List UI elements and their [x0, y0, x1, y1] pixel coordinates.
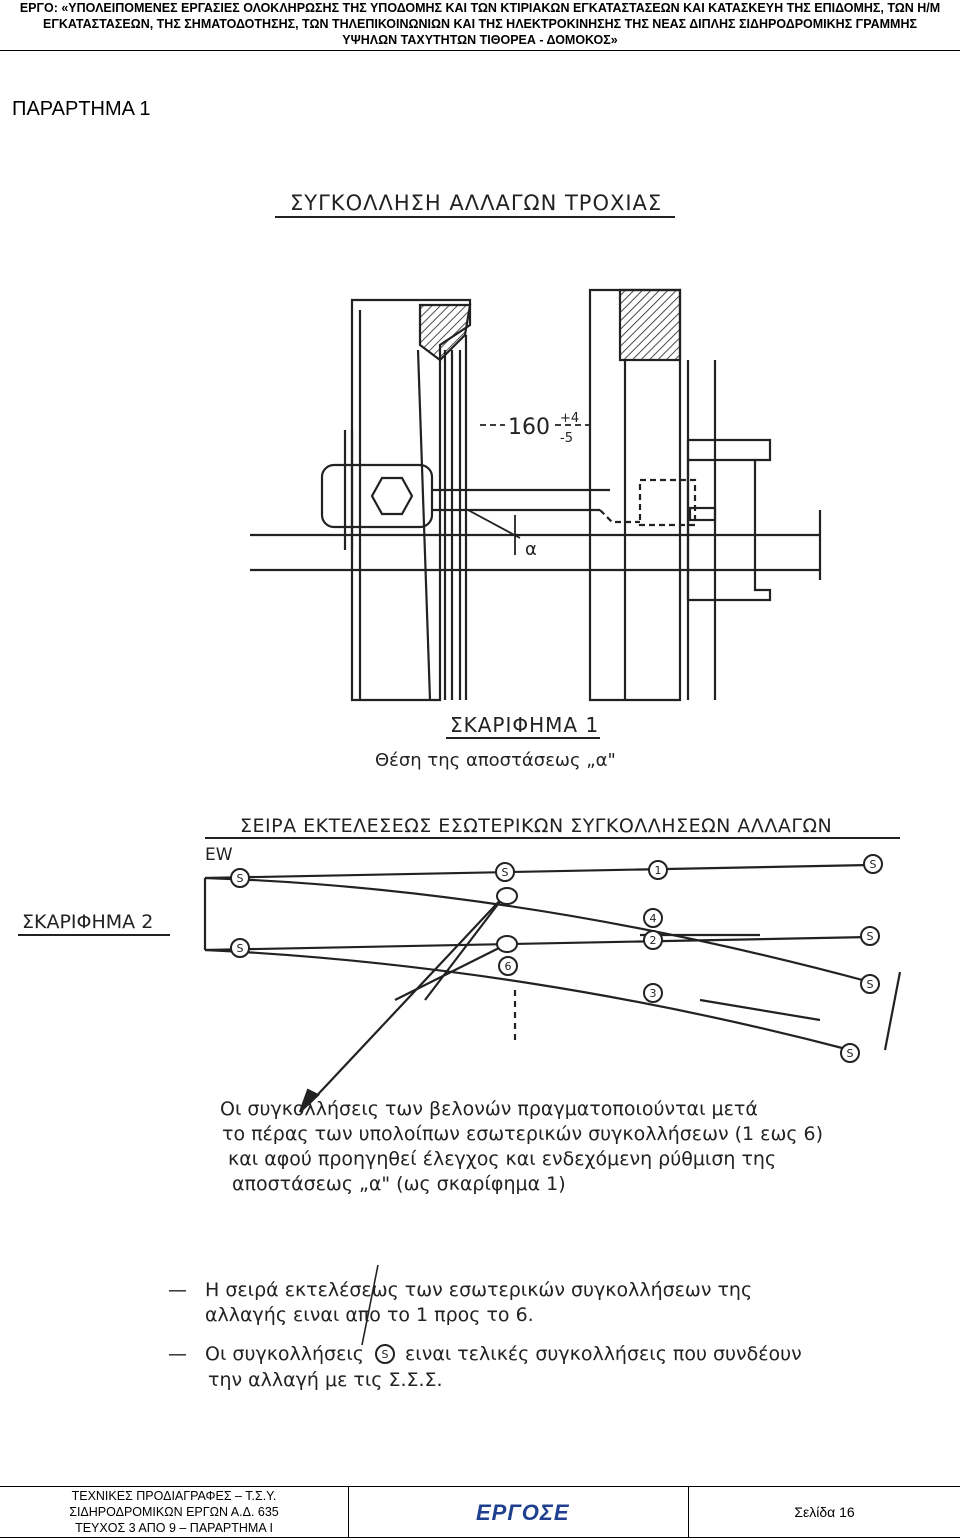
bullet-list: — Η σειρά εκτελέσεως των εσωτερικών συγκ… — [168, 1264, 802, 1391]
bullet-1-dash: — — [168, 1279, 187, 1301]
sketch2-weld-labels: S S S S S S S 1 2 3 4 6 — [237, 858, 877, 1060]
weld-6 — [498, 956, 518, 976]
weld-label-1: 1 — [655, 864, 662, 877]
sketch1-subcaption: Θέση της αποστάσεως „α" — [375, 750, 616, 771]
footer-line-3: ΤΕΥΧΟΣ 3 ΑΠΟ 9 – ΠΑΡΑΡΤΗΜΑ Ι — [75, 1521, 273, 1535]
sketch1-wheel-rail-section — [250, 288, 822, 702]
weld-final-2 — [495, 862, 515, 882]
technical-drawing: ΣΥΓΚΟΛΛΗΣΗ ΑΛΛΑΓΩΝ ΤΡΟΧΙΑΣ — [18, 191, 902, 1391]
weld-label-4: 4 — [650, 912, 657, 925]
footer-document-info: ΤΕΧΝΙΚΕΣ ΠΡΟΔΙΑΓΡΑΦΕΣ – Τ.Σ.Υ. ΣΙΔΗΡΟΔΡΟ… — [0, 1487, 349, 1538]
sketch1-title: ΣΥΓΚΟΛΛΗΣΗ ΑΛΛΑΓΩΝ ΤΡΟΧΙΑΣ — [290, 191, 662, 215]
weld-label-s: S — [847, 1047, 854, 1060]
bullet-1-line-1: Η σειρά εκτελέσεως των εσωτερικών συγκολ… — [205, 1279, 752, 1301]
weld-label-s: S — [870, 858, 877, 871]
weld-label-2: 2 — [650, 934, 657, 947]
footer-line-1: ΤΕΧΝΙΚΕΣ ΠΡΟΔΙΑΓΡΑΦΕΣ – Τ.Σ.Υ. — [71, 1489, 277, 1503]
distance-alpha-symbol: α — [525, 539, 537, 560]
weld-label-6: 6 — [505, 960, 512, 973]
header-line-1: ΕΡΓΟ: «ΥΠΟΛΕΙΠΟΜΕΝΕΣ ΕΡΓΑΣΙΕΣ ΟΛΟΚΛΗΡΩΣΗ… — [19, 1, 941, 15]
page-header: ΕΡΓΟ: «ΥΠΟΛΕΙΠΟΜΕΝΕΣ ΕΡΓΑΣΙΕΣ ΟΛΟΚΛΗΡΩΣΗ… — [0, 0, 960, 51]
dimension-160: 160 +4 -5 — [480, 411, 590, 446]
appendix-title: ΠΑΡΑΡΤΗΜΑ 1 — [12, 98, 151, 120]
dimension-tolerance-minus: -5 — [560, 431, 573, 446]
header-line-2: ΕΓΚΑΤΑΣΤΑΣΕΩΝ, ΤΗΣ ΣΗΜΑΤΟΔΟΤΗΣΗΣ, ΤΩΝ ΤΗ… — [43, 17, 917, 31]
weld-final-symbol — [375, 1344, 395, 1364]
sketch2-turnout-rails — [203, 863, 902, 1113]
footer-line-2: ΣΙΔΗΡΟΔΡΟΜΙΚΩΝ ΕΡΓΩΝ Α.Δ. 635 — [69, 1505, 279, 1519]
bullet-2-dash: — — [168, 1343, 187, 1365]
bullet-1-strike — [361, 1264, 379, 1346]
weld-3 — [643, 983, 663, 1003]
sketch2-weld-points — [230, 854, 883, 1063]
needle-weld-2 — [496, 935, 518, 953]
dimension-tolerance-plus: +4 — [560, 411, 579, 426]
note-line-4: αποστάσεως „α" (ως σκαρίφημα 1) — [232, 1173, 566, 1195]
weld-final-1 — [230, 868, 250, 888]
bullet-2-line-1-start: Οι συγκολλήσεις — [205, 1343, 364, 1365]
weld-label-s: S — [867, 930, 874, 943]
bullet-2-line-2: την αλλαγή με τις Σ.Σ.Σ. — [208, 1369, 443, 1391]
bullet-1-line-2: αλλαγής ειναι απο το 1 προς το 6. — [205, 1304, 534, 1326]
dimension-value: 160 — [508, 415, 550, 440]
needle-weld-note: Οι συγκολλήσεις των βελονών πραγματοποιο… — [220, 1098, 823, 1195]
page-number: Σελίδα 16 — [688, 1487, 960, 1537]
note-line-1: Οι συγκολλήσεις των βελονών πραγματοποιο… — [220, 1098, 758, 1120]
note-line-2: το πέρας των υπολοίπων εσωτερικών συγκολ… — [222, 1123, 823, 1145]
weld-final-5 — [860, 926, 880, 946]
weld-final-3 — [863, 854, 883, 874]
weld-2 — [643, 930, 663, 950]
bullet-2-line-1-end: ειναι τελικές συγκολλήσεις που συνδέουν — [405, 1343, 802, 1365]
weld-final-symbol-label: S — [382, 1348, 389, 1361]
sketch2-title: ΣΕΙΡΑ ΕΚΤΕΛΕΣΕΩΣ ΕΣΩΤΕΡΙΚΩΝ ΣΥΓΚΟΛΛΗΣΕΩΝ… — [240, 815, 832, 837]
weld-1 — [648, 860, 668, 880]
weld-4 — [643, 908, 663, 928]
distance-alpha-marker: α — [467, 509, 537, 560]
weld-final-6 — [860, 974, 880, 994]
ergose-logo: ΕΡΓΟΣΕ — [476, 1500, 570, 1525]
weld-label-s: S — [237, 872, 244, 885]
note-line-3: και αφού προηγηθεί έλεγχος και ενδεχόμεν… — [228, 1148, 776, 1170]
page-footer: ΤΕΧΝΙΚΕΣ ΠΡΟΔΙΑΓΡΑΦΕΣ – Τ.Σ.Υ. ΣΙΔΗΡΟΔΡΟ… — [0, 1486, 960, 1538]
weld-label-s: S — [237, 942, 244, 955]
sketch2-caption: ΣΚΑΡΙΦΗΜΑ 2 — [22, 911, 153, 933]
weld-label-s: S — [867, 978, 874, 991]
header-line-3: ΥΨΗΛΩΝ ΤΑΧΥΤΗΤΩΝ ΤΙΘΟΡΕΑ - ΔΟΜΟΚΟΣ» — [342, 33, 618, 47]
weld-label-s: S — [502, 866, 509, 879]
ergose-logo-text: ΕΡΓΟΣΕ — [476, 1500, 570, 1525]
weld-final-4 — [230, 938, 250, 958]
sketch1-caption: ΣΚΑΡΙΦΗΜΑ 1 — [450, 713, 599, 737]
weld-label-3: 3 — [650, 987, 657, 1000]
sketch2-label-ew: EW — [205, 845, 233, 865]
weld-final-7 — [840, 1043, 860, 1063]
needle-weld-1 — [496, 887, 518, 905]
